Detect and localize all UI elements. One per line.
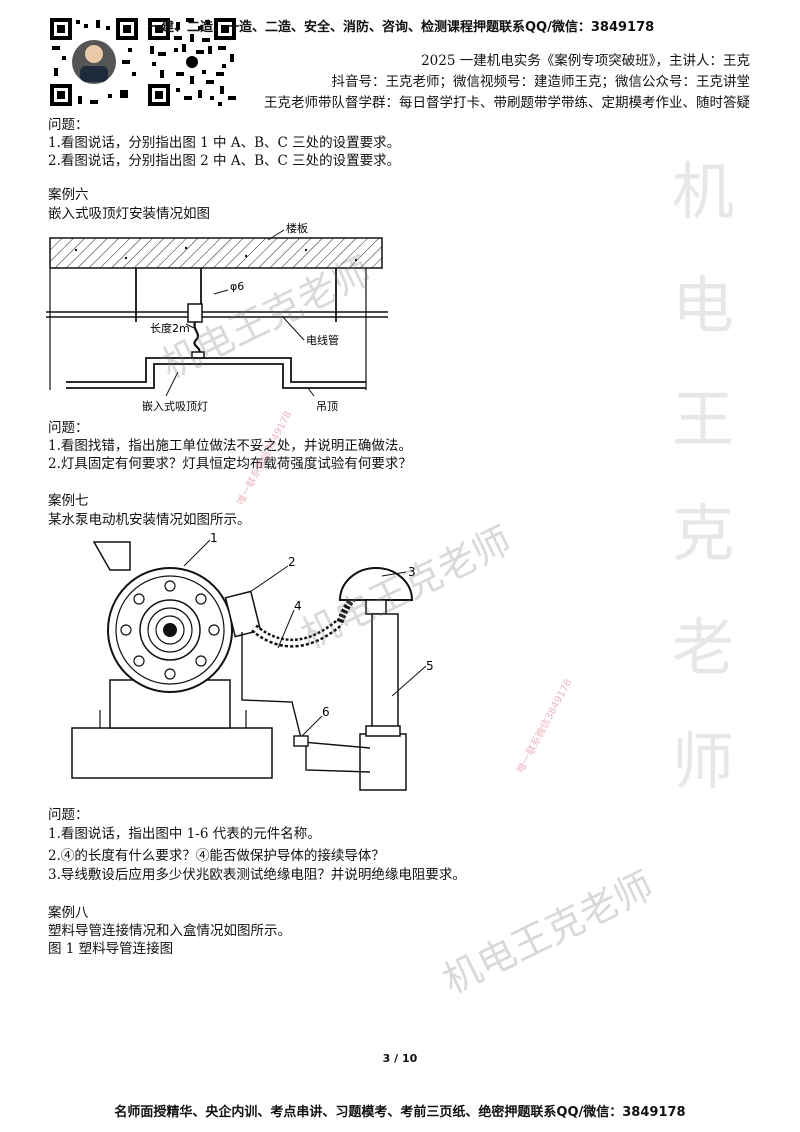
case6-question-heading: 问题： (48, 420, 89, 436)
case8-figure-caption: 图 1 塑料导管连接图 (48, 941, 174, 957)
watermark-char: 机 (671, 155, 734, 228)
footer-banner: 名师面授精华、央企内训、考点串讲、习题模考、考前三页纸、绝密押题联系QQ/微信：… (114, 1105, 686, 1120)
watermark-char: 王 (671, 383, 734, 456)
case7-question-heading: 问题： (48, 807, 89, 823)
vertical-watermark: 机 电 王 克 老 师 (668, 135, 738, 819)
case6-description: 嵌入式吸顶灯安装情况如图 (48, 206, 210, 222)
ceiling-lamp-diagram: 楼板 φ6 长度2m 电线管 嵌入式吸顶灯 吊顶 (46, 221, 388, 413)
prev-question-2: 2.看图说话，分别指出图 2 中 A、B、C 三处的设置要求。 (48, 153, 401, 169)
page-number: 3 / 10 (382, 1052, 418, 1065)
prev-question-1: 1.看图说话，分别指出图 1 中 A、B、C 三处的设置要求。 (48, 135, 401, 151)
label-phi6: φ6 (230, 280, 244, 293)
small-watermark-2: 唯一联系微信3849178 (515, 677, 575, 776)
case8-description: 塑料导管连接情况和入盒情况如图所示。 (48, 923, 291, 939)
label-embedded-lamp: 嵌入式吸顶灯 (142, 400, 208, 413)
label-floor-slab: 楼板 (286, 221, 308, 235)
label-5: 5 (426, 659, 434, 673)
case7-title: 案例七 (48, 493, 89, 509)
case6-question-1: 1.看图找错，指出施工单位做法不妥之处，并说明正确做法。 (48, 438, 412, 454)
header-group-line: 王克老师带队督学群：每日督学打卡、带刷题带学带练、定期模考作业、随时答疑 (264, 95, 750, 111)
label-suspended-ceiling: 吊顶 (316, 400, 338, 413)
case7-description: 某水泵电动机安装情况如图所示。 (48, 512, 251, 528)
case7-question-3: 3.导线敷设后应用多少伏兆欧表测试绝缘电阻？并说明绝缘电阻要求。 (48, 867, 466, 883)
case6-question-2: 2.灯具固定有何要求？灯具恒定均布载荷强度试验有何要求？ (48, 456, 412, 472)
prev-question-heading: 问题： (48, 117, 89, 133)
case7-question-1: 1.看图说话，指出图中 1-6 代表的元件名称。 (48, 826, 321, 842)
qr-code-douyin (48, 16, 140, 108)
qr-code-wechat (146, 16, 238, 108)
pump-motor-diagram: 1 2 3 4 5 6 (71, 531, 434, 791)
case6-title: 案例六 (48, 187, 89, 203)
watermark-char: 克 (671, 497, 734, 570)
watermark-char: 电 (671, 269, 734, 342)
label-1: 1 (210, 531, 218, 545)
header-social-line: 抖音号：王克老师；微信视频号：建造师王克；微信公众号：王克讲堂 (331, 74, 751, 90)
top-banner: 一建、二造、一造、二造、安全、消防、咨询、检测课程押题联系QQ/微信：38491… (148, 20, 655, 35)
header-course-line: 2025 一建机电实务《案例专项突破班》，主讲人：王克 (421, 53, 750, 69)
label-6: 6 (322, 705, 330, 719)
watermark-char: 老 (671, 611, 734, 684)
label-3: 3 (408, 565, 416, 579)
case7-question-2: 2.④的长度有什么要求？④能否做保护导体的接续导体？ (48, 848, 385, 864)
label-conduit: 电线管 (306, 333, 339, 347)
case8-title: 案例八 (48, 905, 89, 921)
label-2: 2 (288, 555, 296, 569)
label-4: 4 (294, 599, 302, 613)
diagonal-watermark-3: 机电王克老师 (435, 863, 661, 1003)
label-length-2m: 长度2m (150, 321, 190, 335)
watermark-char: 师 (671, 725, 734, 798)
